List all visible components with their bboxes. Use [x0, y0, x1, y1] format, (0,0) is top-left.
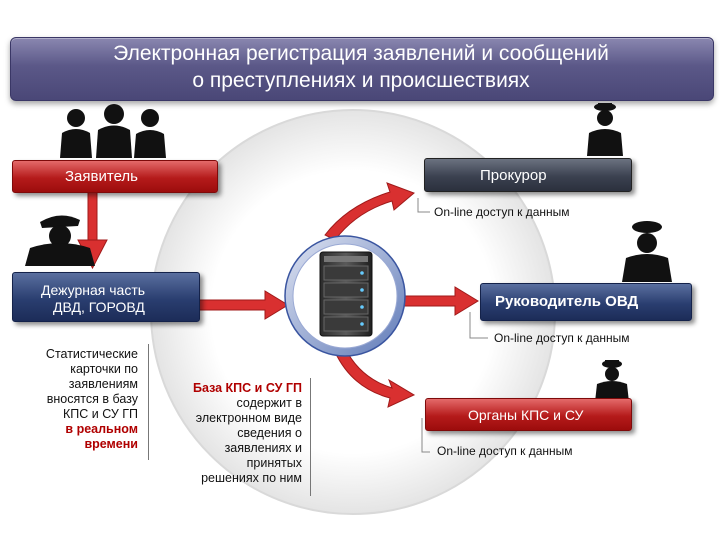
applicant-box: Заявитель: [12, 160, 218, 193]
stat-divider: [148, 344, 149, 460]
title-line-2: о преступлениях и происшествиях: [192, 69, 530, 92]
online-note-kps: On-line доступ к данным: [437, 444, 573, 458]
stat-line-6: в реальном: [65, 422, 138, 436]
db-line-3: электронном виде: [195, 411, 302, 425]
prosecutor-label: Прокурор: [480, 167, 547, 184]
db-divider: [310, 378, 311, 496]
kps-label: Органы КПС и СУ: [468, 407, 584, 423]
stat-line-3: заявлениям: [68, 377, 138, 391]
db-line-7: решениях по ним: [201, 471, 302, 485]
ovd-head-box: Руководитель ОВД: [480, 283, 692, 321]
duty-label-line-1: Дежурная часть: [41, 282, 146, 298]
stat-line-2: карточки по: [70, 362, 138, 376]
stat-line-7: времени: [84, 437, 138, 451]
db-line-1: База КПС и СУ ГП: [192, 381, 302, 395]
kps-box: Органы КПС и СУ: [425, 398, 632, 431]
duty-box: Дежурная часть ДВД, ГОРОВД: [12, 272, 200, 322]
officer-ovd-icon: [622, 221, 672, 282]
title-line-1: Электронная регистрация заявлений и сооб…: [113, 42, 609, 65]
arrow-to-prosecutor-icon: [324, 182, 415, 241]
stat-cards-text: Статистические карточки по заявлениям вн…: [6, 347, 138, 452]
stat-line-1: Статистические: [45, 347, 138, 361]
connector-lines: [417, 198, 488, 453]
prosecutor-box: Прокурор: [424, 158, 632, 192]
arrow-to-kps-icon: [334, 347, 416, 408]
db-line-4: сведения о: [237, 426, 302, 440]
title-banner: [10, 37, 714, 101]
db-line-2: содержит в: [236, 396, 302, 410]
officer-prosecutor-icon: [587, 103, 623, 156]
db-line-6: принятых: [246, 456, 302, 470]
people-group-icon: [60, 104, 166, 158]
officer-duty-icon: [25, 215, 95, 266]
arrow-from-duty-icon: [197, 290, 289, 320]
duty-label-line-2: ДВД, ГОРОВД: [53, 299, 145, 315]
applicant-label: Заявитель: [65, 168, 138, 185]
online-note-ovd: On-line доступ к данным: [494, 331, 630, 345]
ovd-head-label: Руководитель ОВД: [495, 293, 639, 310]
online-note-prosecutor: On-line доступ к данным: [434, 205, 570, 219]
db-description-text: База КПС и СУ ГП содержит в электронном …: [150, 381, 302, 486]
stat-line-4: вносятся в базу: [46, 392, 138, 406]
server-icon: [319, 251, 373, 337]
stat-line-5: КПС и СУ ГП: [63, 407, 138, 421]
page-title: Электронная регистрация заявлений и сооб…: [10, 40, 712, 94]
db-line-5: заявлениях и: [224, 441, 302, 455]
officer-kps-icon: [595, 360, 629, 402]
